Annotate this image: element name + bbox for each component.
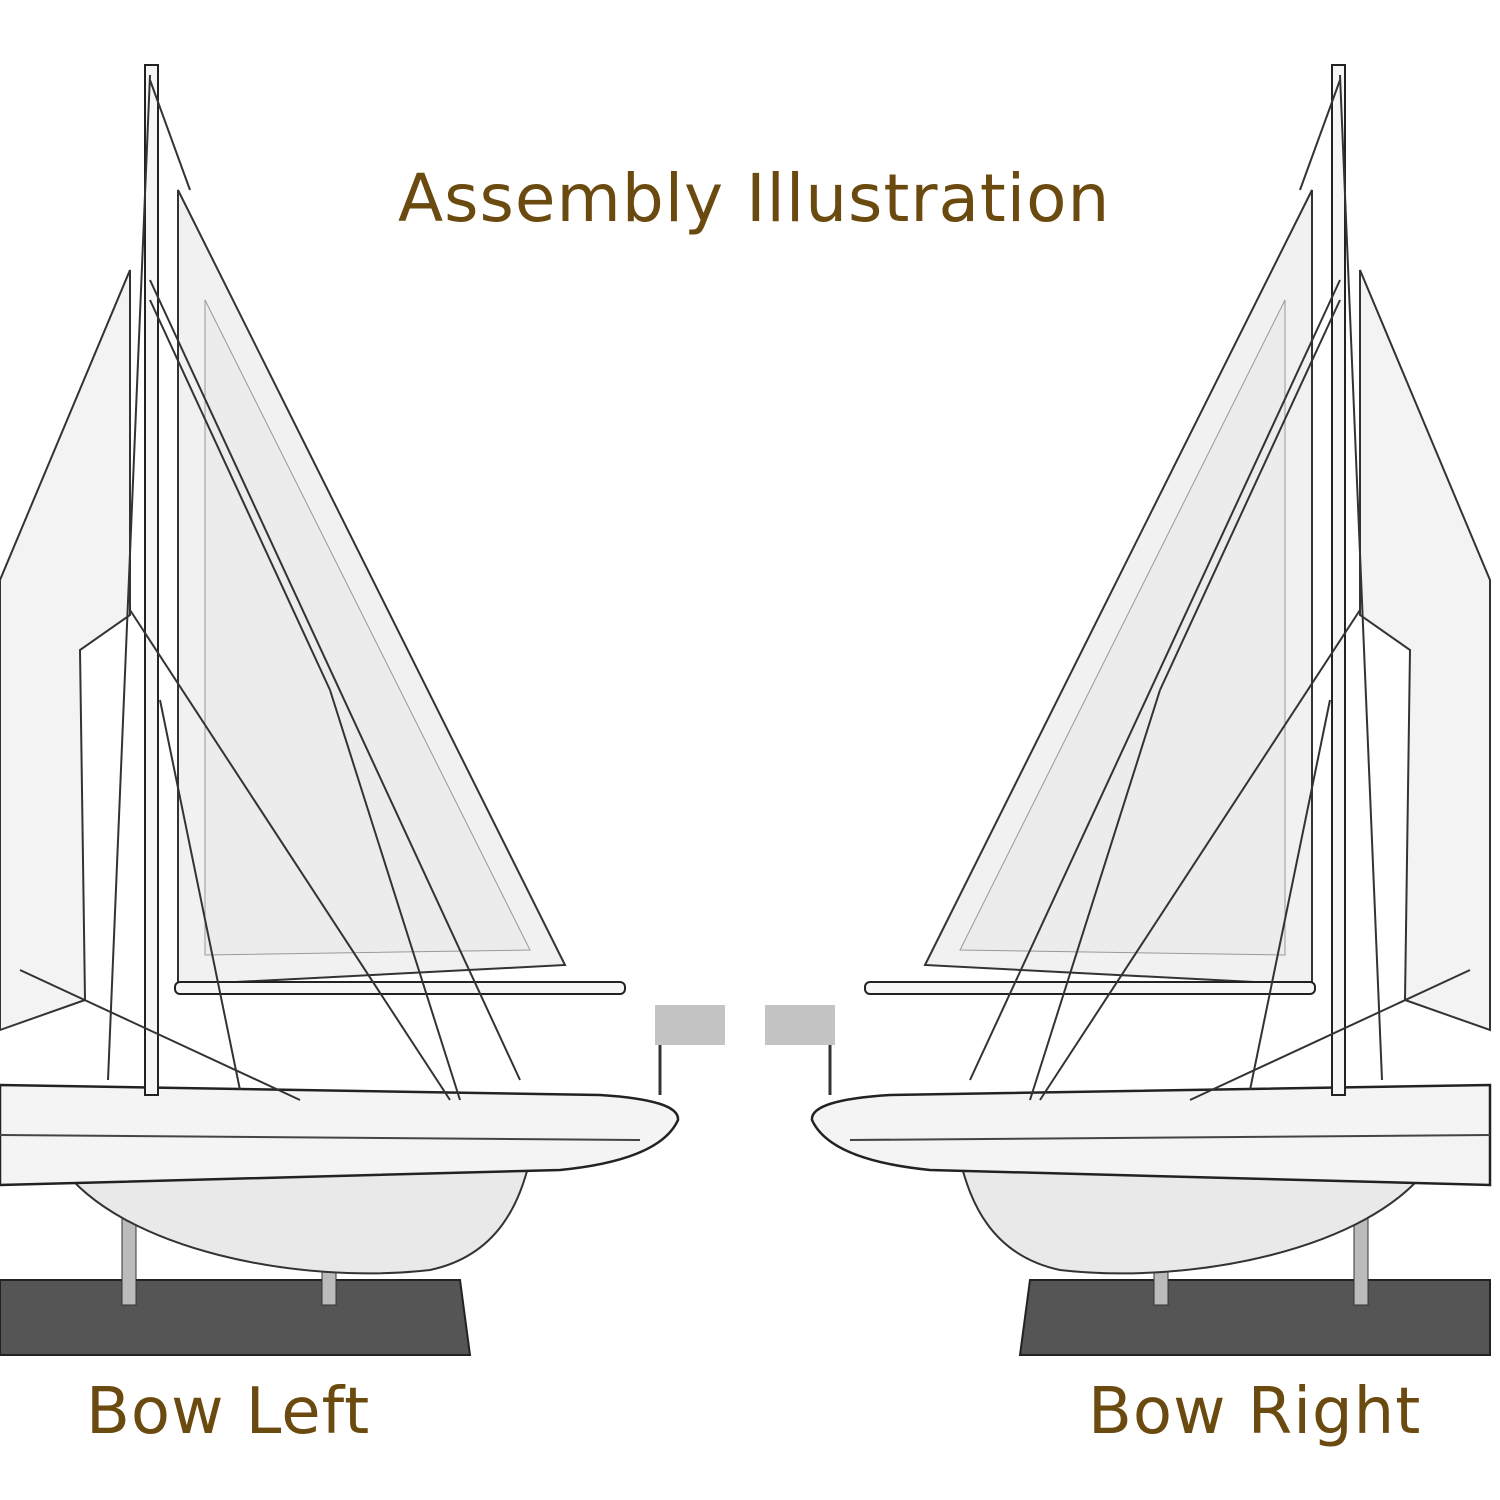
bow-left-label: Bow Left	[86, 1375, 371, 1449]
page-title: Assembly Illustration	[398, 160, 1111, 237]
boat-bow-right	[763, 63, 1492, 1357]
boat-bow-left	[0, 63, 727, 1357]
bow-right-label: Bow Right	[1088, 1375, 1422, 1449]
